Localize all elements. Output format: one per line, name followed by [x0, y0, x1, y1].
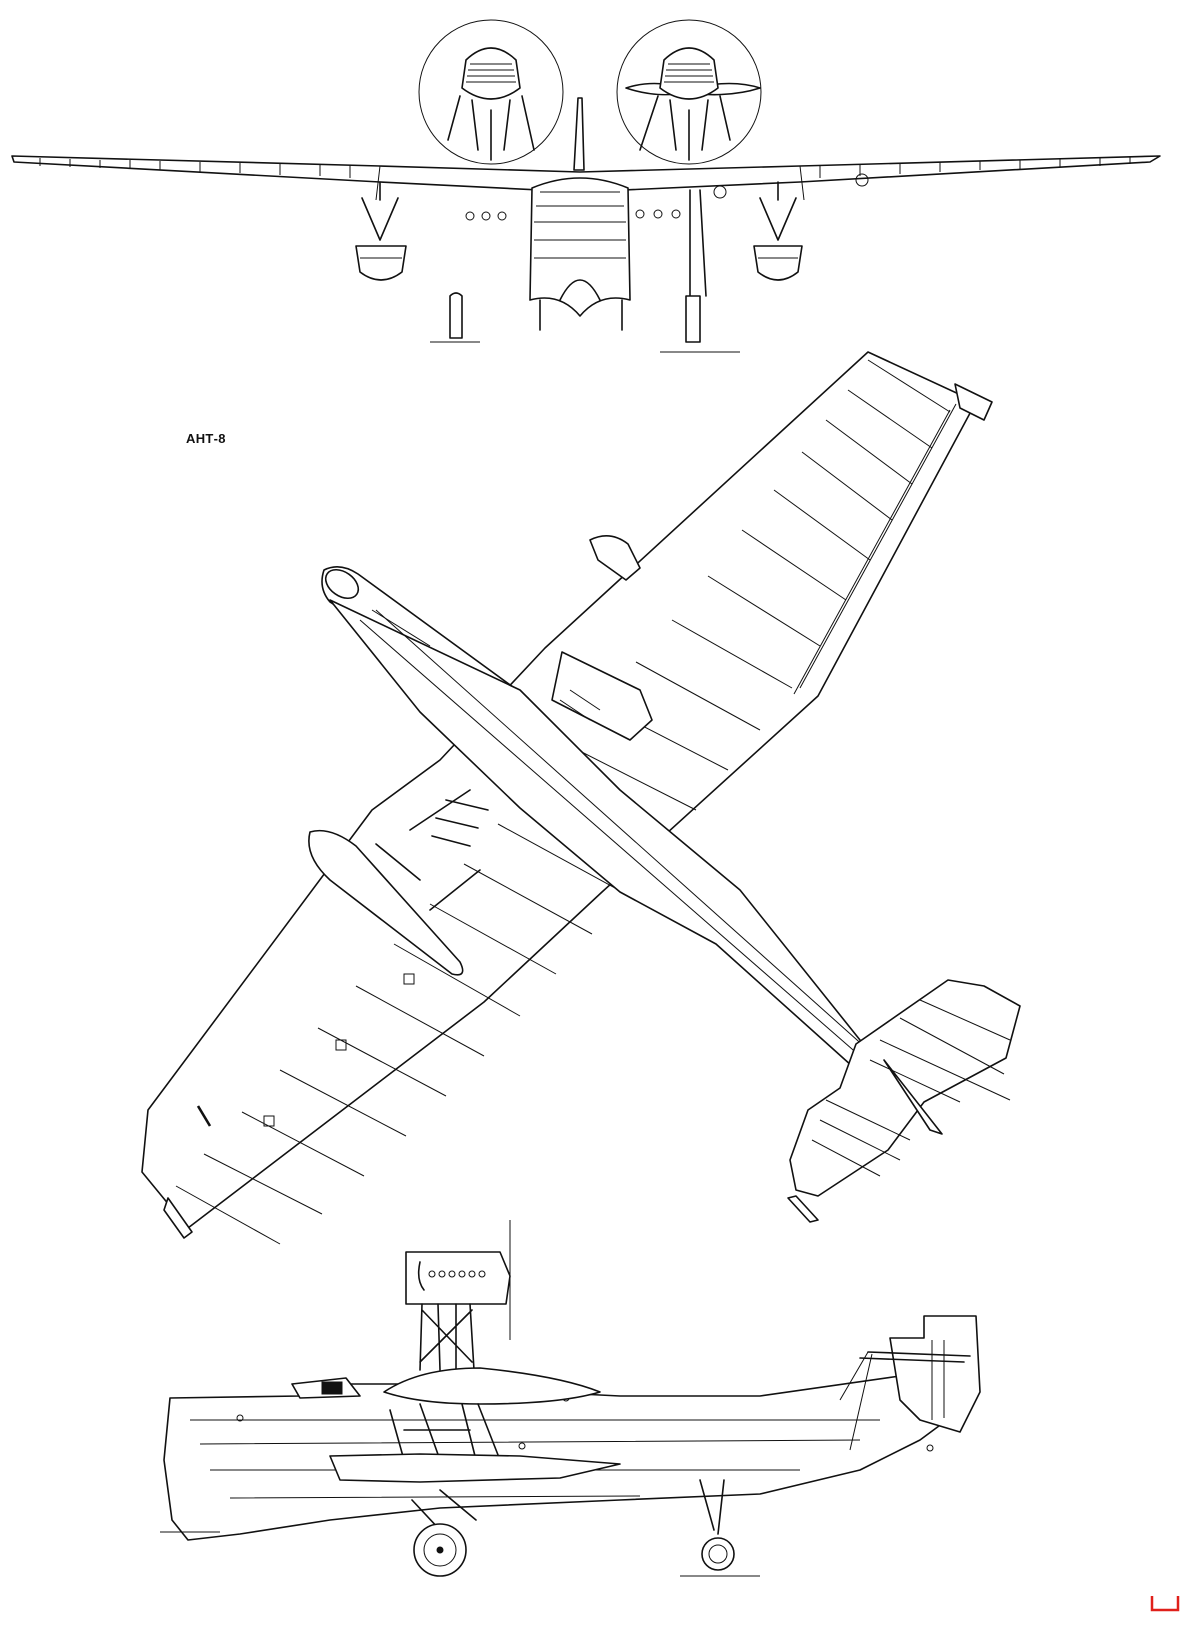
- left-engine: [447, 47, 535, 161]
- front-view: [11, 19, 1161, 353]
- top-lower-float: [308, 829, 464, 976]
- beaching-wheel-rear: [701, 1537, 735, 1571]
- left-wingtip-float: [355, 181, 407, 281]
- front-wing: [11, 155, 1161, 193]
- side-view: [160, 1220, 981, 1577]
- wing-ribs: [175, 359, 951, 1245]
- top-upper-float: [589, 535, 641, 581]
- aircraft-title: АНТ-8: [186, 431, 226, 446]
- right-aileron: [954, 383, 993, 421]
- corner-mark-icon: [1150, 1596, 1180, 1612]
- right-propeller-disc: [616, 19, 762, 165]
- side-float: [329, 1453, 621, 1483]
- roundel-right: [713, 185, 727, 199]
- right-engine: [639, 47, 731, 161]
- top-engine-gondola: [551, 651, 653, 741]
- top-view: [141, 351, 1021, 1245]
- front-hull: [529, 177, 631, 331]
- side-fin: [889, 1315, 981, 1433]
- side-engine: [405, 1251, 511, 1305]
- left-aileron: [163, 1197, 193, 1239]
- left-propeller-disc: [418, 19, 564, 165]
- right-wingtip-float: [753, 181, 803, 281]
- front-main-wheel: [685, 295, 701, 343]
- side-wing-root: [383, 1367, 601, 1405]
- roundel-far-right: [855, 173, 869, 187]
